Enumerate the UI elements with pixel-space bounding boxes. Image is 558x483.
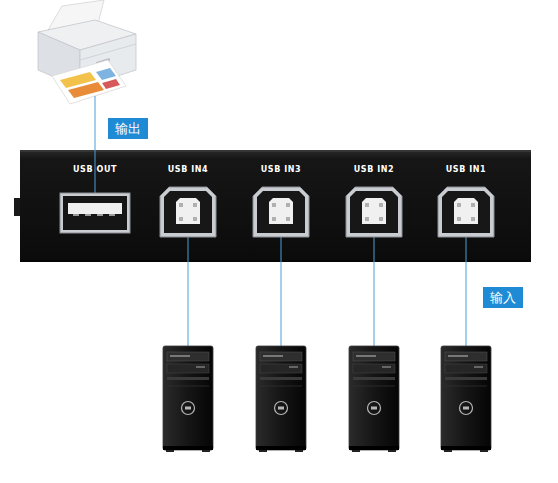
usb-port: USB IN4: [159, 165, 217, 237]
port-label: USB IN2: [335, 165, 413, 174]
socket-frame: [438, 187, 494, 237]
socket-block: [176, 198, 200, 224]
socket-frame: [346, 187, 402, 237]
tag-label: 输出: [115, 120, 141, 138]
socket-contact: [379, 203, 383, 207]
port-label: USB IN1: [427, 165, 505, 174]
usb-port: USB IN3: [252, 165, 310, 237]
socket-frame: [60, 193, 130, 233]
socket-cavity: [164, 191, 212, 233]
socket-contact: [73, 214, 79, 216]
socket-contact: [471, 203, 475, 207]
callout-tag: 输出: [108, 118, 148, 139]
socket-contact: [365, 217, 369, 221]
port-label: USB OUT: [45, 165, 145, 174]
socket-cavity: [257, 191, 305, 233]
socket-contact: [365, 203, 369, 207]
socket-cavity: [63, 196, 127, 230]
socket-block: [454, 198, 478, 224]
socket-contact: [379, 217, 383, 221]
usb-port: USB IN2: [345, 165, 403, 237]
socket-contact: [179, 217, 183, 221]
socket-frame: [160, 187, 216, 237]
usb-port: USB OUT: [55, 165, 135, 235]
computer-towers: [163, 346, 491, 452]
usb-a-socket: [60, 193, 130, 233]
socket-contact: [97, 214, 103, 216]
callout-tag: 输入: [483, 287, 523, 308]
socket-tongue: [68, 203, 122, 214]
usb-b-socket: [253, 187, 309, 237]
usb-b-socket: [346, 187, 402, 237]
socket-contact: [286, 203, 290, 207]
socket-contact: [272, 217, 276, 221]
socket-block: [269, 198, 293, 224]
socket-contact: [457, 203, 461, 207]
socket-contact: [109, 214, 115, 216]
socket-contact: [85, 214, 91, 216]
socket-block: [362, 198, 386, 224]
cable-wires: [95, 96, 466, 346]
port-label: USB IN3: [242, 165, 320, 174]
socket-cavity: [350, 191, 398, 233]
socket-frame: [253, 187, 309, 237]
tag-label: 输入: [490, 289, 516, 307]
socket-contact: [286, 217, 290, 221]
socket-cavity: [442, 191, 490, 233]
socket-contact: [272, 203, 276, 207]
socket-contact: [457, 217, 461, 221]
socket-contact: [193, 203, 197, 207]
socket-contact: [471, 217, 475, 221]
usb-b-socket: [438, 187, 494, 237]
printer-illustration: [38, 0, 136, 104]
socket-contact: [193, 217, 197, 221]
port-label: USB IN4: [149, 165, 227, 174]
usb-port: USB IN1: [437, 165, 495, 237]
usb-b-socket: [160, 187, 216, 237]
socket-contact: [179, 203, 183, 207]
switch-panel: [14, 150, 531, 262]
